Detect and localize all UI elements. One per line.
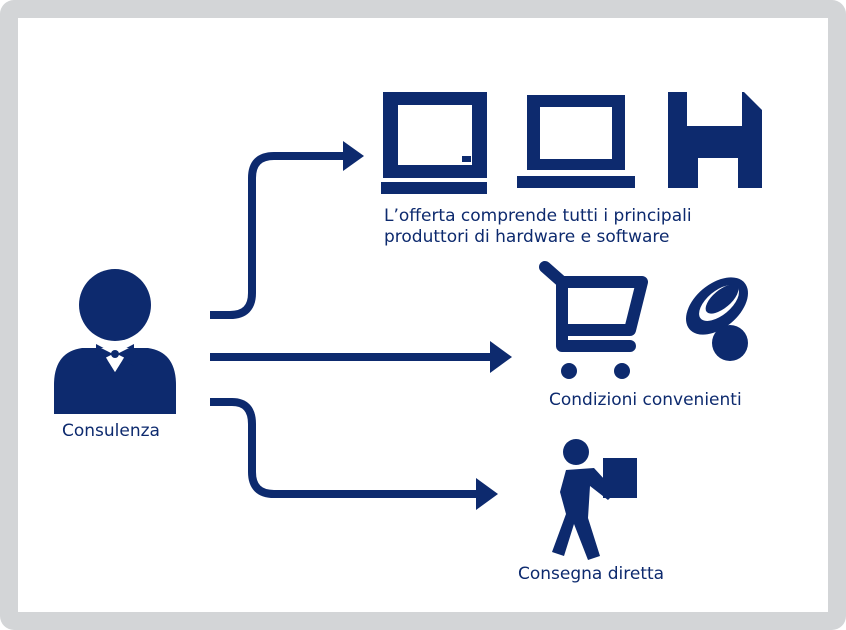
coins-icon (686, 277, 748, 361)
arrow-to-offerta (210, 141, 364, 319)
delivery-person-icon (552, 439, 637, 560)
consulenza-label: Consulenza (62, 421, 160, 441)
consultant-person-icon (54, 269, 176, 414)
arrow-to-condizioni (210, 341, 512, 373)
offerta-label-line-2: produttori di hardware e software (384, 227, 670, 247)
offerta-label-line-1: L’offerta comprende tutti i principali (384, 206, 692, 226)
arrow-to-consegna (210, 398, 498, 510)
offerta-label: L’offerta comprende tutti i principali p… (384, 206, 692, 248)
condizioni-label: Condizioni convenienti (549, 390, 742, 410)
shopping-cart-icon (539, 261, 648, 379)
laptop-icon (517, 95, 635, 188)
floppy-disk-icon (668, 92, 762, 188)
consegna-label: Consegna diretta (518, 564, 665, 584)
desktop-computer-icon (381, 92, 487, 194)
